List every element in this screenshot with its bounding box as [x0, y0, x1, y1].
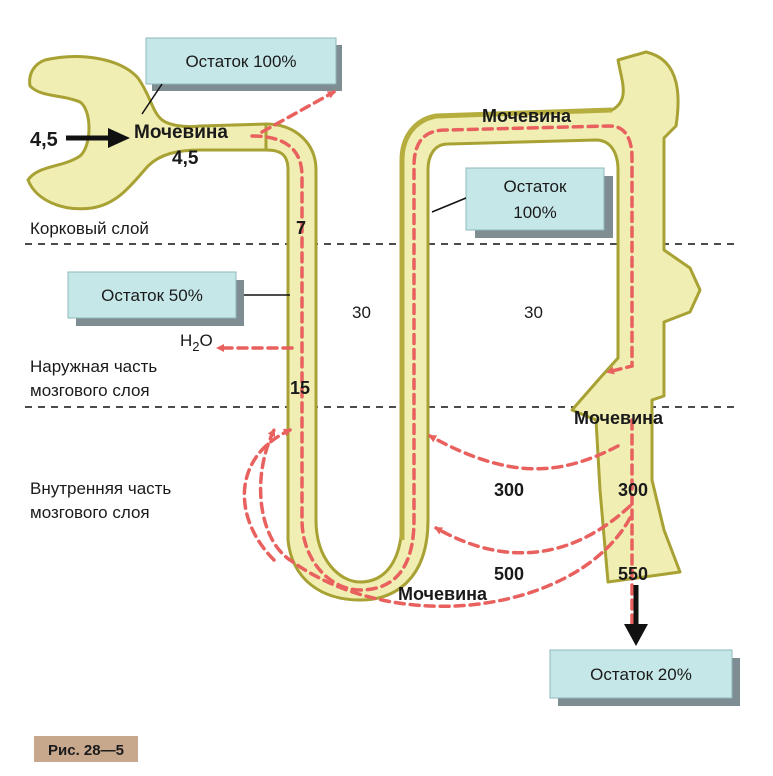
remainder-box-middle — [465, 167, 605, 231]
tubule-inner-border — [399, 107, 613, 540]
remainder-bottom-right-label: Остаток 20% — [590, 665, 692, 684]
figure-caption: Рис. 28—5 — [48, 742, 124, 759]
value-500: 500 — [494, 564, 524, 584]
value-15: 15 — [290, 378, 310, 398]
urea-arrow-to-top-box — [260, 90, 336, 134]
remainder-box-top-left — [145, 37, 337, 85]
value-30-right: 30 — [524, 303, 543, 322]
connector-line — [431, 197, 467, 213]
urea-value-top-left: 4,5 — [172, 148, 199, 169]
remainder-left-label: Остаток 50% — [101, 286, 203, 305]
connector-line — [141, 83, 163, 115]
value-550: 550 — [618, 564, 648, 584]
figure-caption-box — [34, 736, 138, 762]
urea-label-top-left: Мочевина — [134, 122, 228, 143]
input-arrow-head — [108, 128, 130, 148]
value-300-right: 300 — [618, 480, 648, 500]
urea-label-bottom: Мочевина — [398, 584, 488, 604]
zone-label-cortex: Корковый слой — [30, 219, 149, 238]
urea-recycle-arrow-3 — [258, 428, 632, 608]
remainder-box-bottom-right — [549, 649, 733, 699]
remainder-middle-label-1: Остаток — [504, 177, 567, 196]
urea-recycle-arrow-4 — [242, 428, 292, 562]
value-7: 7 — [296, 218, 306, 238]
remainder-box-left — [67, 271, 237, 319]
value-30-left: 30 — [352, 303, 371, 322]
output-arrow-head — [624, 624, 648, 646]
zone-label-outer-medulla-1: Наружная часть — [30, 357, 157, 376]
zone-label-inner-medulla-1: Внутренняя часть — [30, 479, 171, 498]
urea-recycle-arrow-2 — [434, 504, 632, 555]
remainder-middle-label-2: 100% — [513, 203, 556, 222]
urea-label-right: Мочевина — [574, 408, 664, 428]
value-300-left: 300 — [494, 480, 524, 500]
nephron-tubule — [264, 50, 702, 602]
remainder-top-left-label: Остаток 100% — [185, 52, 296, 71]
bowman-capsule — [26, 55, 270, 211]
input-value-label: 4,5 — [30, 129, 58, 151]
zone-label-outer-medulla-2: мозгового слоя — [30, 381, 150, 400]
urea-recycle-arrow-1 — [428, 434, 620, 471]
zone-label-inner-medulla-2: мозгового слоя — [30, 503, 150, 522]
water-label: H2O — [180, 331, 213, 354]
urea-label-top: Мочевина — [482, 106, 572, 126]
urea-flow-descending — [250, 124, 634, 592]
